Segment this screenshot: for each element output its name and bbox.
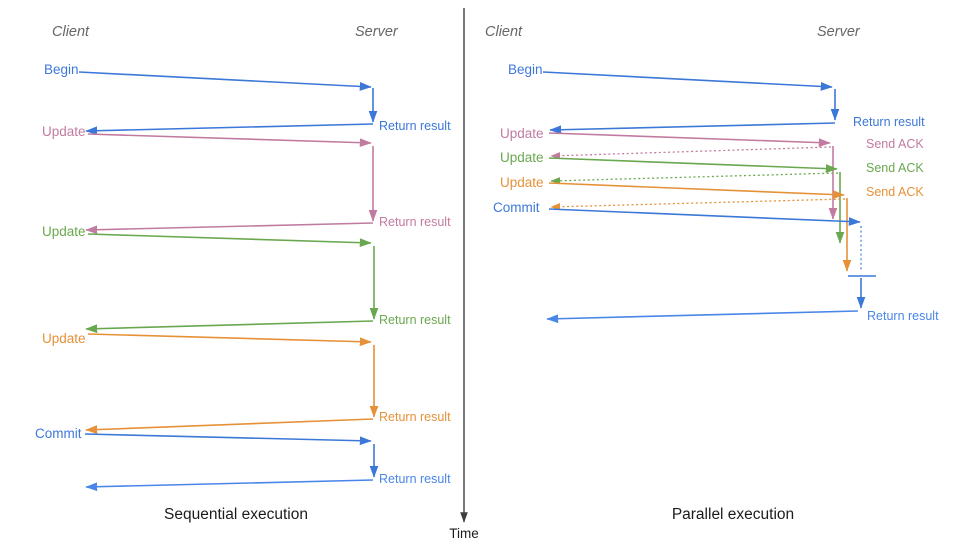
left-update3-return-arrow	[85, 418, 374, 434]
right-update3-label: Update	[500, 175, 544, 190]
right-update2-request-arrow	[548, 157, 838, 173]
right-update3-ack-dotted-arrow	[550, 198, 846, 211]
right-update3-response-label: Send ACK	[866, 185, 924, 199]
right-update2-response-label: Send ACK	[866, 161, 924, 175]
left-update1-return-arrow	[85, 222, 374, 235]
right-update1-label: Update	[500, 126, 544, 141]
left-commit-return-arrow	[85, 479, 374, 492]
parallel-caption: Parallel execution	[672, 506, 794, 523]
left-update2-return-arrow	[85, 320, 374, 334]
left-commit-request-arrow	[84, 433, 372, 446]
left-update3-request-arrow	[87, 333, 372, 347]
right-commit-return-arrow	[546, 310, 859, 324]
sequential-panel: Client Server Begin Return result Update…	[35, 24, 451, 523]
left-update2-response-label: Return result	[379, 313, 451, 327]
right-update1-response-label: Send ACK	[866, 137, 924, 151]
right-begin-label: Begin	[508, 62, 543, 77]
left-begin-request-arrow	[78, 71, 372, 91]
time-axis-label: Time	[449, 526, 479, 540]
right-client-header: Client	[485, 24, 523, 40]
right-update2-ack-dotted-arrow	[550, 172, 839, 185]
left-begin-label: Begin	[44, 62, 79, 77]
left-update3-response-label: Return result	[379, 410, 451, 424]
left-begin-return-arrow	[85, 123, 374, 136]
left-begin-response-label: Return result	[379, 119, 451, 133]
left-update1-request-arrow	[87, 133, 372, 148]
left-server-header: Server	[355, 24, 399, 40]
left-update3-label: Update	[42, 331, 86, 346]
left-client-header: Client	[52, 24, 90, 40]
right-update1-ack-dotted-arrow	[550, 146, 832, 160]
right-commit-request-arrow	[548, 208, 861, 226]
left-commit-label: Commit	[35, 426, 82, 441]
right-update2-label: Update	[500, 150, 544, 165]
left-commit-response-label: Return result	[379, 472, 451, 486]
sequential-caption: Sequential execution	[164, 506, 308, 523]
parallel-panel: Client Server Begin Return result Update…	[485, 24, 939, 523]
right-begin-response-label: Return result	[853, 115, 925, 129]
right-update3-request-arrow	[548, 182, 845, 199]
right-commit-label: Commit	[493, 200, 540, 215]
right-begin-request-arrow	[542, 71, 833, 91]
left-update1-label: Update	[42, 124, 86, 139]
right-commit-response-label: Return result	[867, 309, 939, 323]
left-update2-label: Update	[42, 224, 86, 239]
right-server-header: Server	[817, 24, 861, 40]
left-update2-request-arrow	[87, 233, 372, 248]
right-update1-request-arrow	[548, 132, 831, 147]
left-update1-response-label: Return result	[379, 215, 451, 229]
right-begin-return-arrow	[549, 122, 836, 135]
